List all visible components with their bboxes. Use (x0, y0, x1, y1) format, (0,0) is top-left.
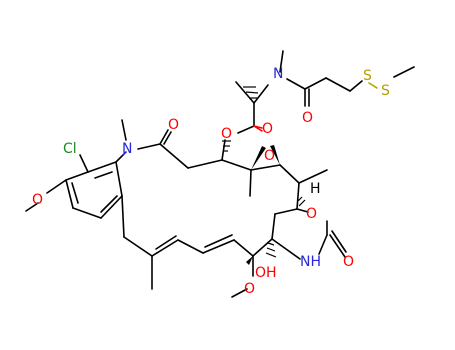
atom-label-o-methoxy-ar: O (32, 192, 43, 208)
bond-layer (25, 50, 415, 298)
wedge-bond (246, 256, 253, 265)
wedge-bond (270, 145, 280, 165)
hash-bond (265, 242, 277, 258)
atom-label-o-amide-side: O (302, 110, 313, 126)
atom-label-h: H (310, 181, 321, 197)
atom-label-o-ester: O (221, 126, 232, 142)
atom-label-s2: S (381, 83, 390, 99)
atom-label-n-amide: N (122, 141, 132, 157)
atom-label-oh: OH (255, 265, 277, 281)
atom-label-o-methoxy: O (244, 281, 255, 297)
hetero-bond-layer (122, 82, 378, 156)
atom-label-layer: Cl N O O O O O N O S S H O NH O OH O (32, 66, 390, 297)
atom-label-o-ester-carbonyl: O (262, 121, 273, 137)
atom-label-o-epoxide: O (264, 148, 275, 164)
atom-label-o-carbamate: O (343, 254, 354, 270)
atom-label-o-amide: O (168, 117, 179, 133)
atom-label-o-ring: O (306, 206, 317, 222)
wedge-bond (251, 146, 266, 170)
hash-bond (243, 86, 259, 99)
atom-label-cl: Cl (63, 141, 77, 157)
atom-label-s1: S (363, 68, 372, 84)
stereo-bond-layer (222, 86, 306, 265)
hash-bond (222, 140, 231, 152)
hash-bond (297, 196, 306, 207)
atom-label-n-carbamate: NH (300, 254, 321, 270)
atom-label-n-top: N (273, 66, 283, 82)
